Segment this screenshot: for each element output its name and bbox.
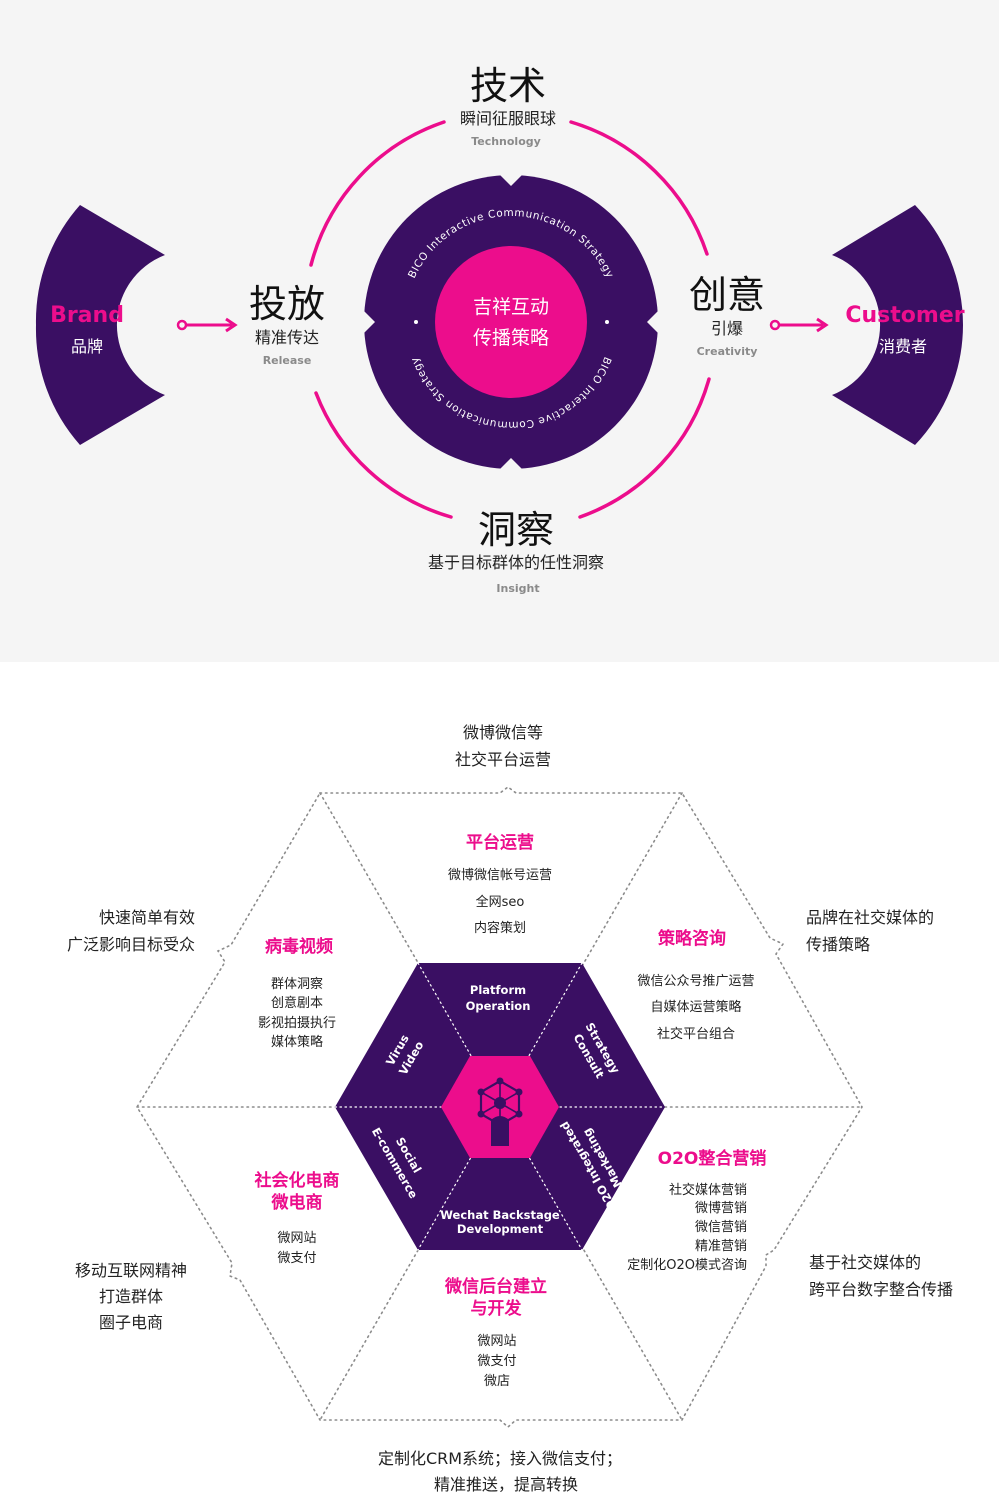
creativity-sub: 引爆: [711, 319, 743, 338]
section-o2o: O2O整合营销 社交媒体营销 微博营销 微信营销 精准营销 定制化O2O模式咨询: [627, 1148, 766, 1273]
section-virus-item: 媒体策略: [271, 1034, 323, 1050]
section-strategy-title: 策略咨询: [658, 928, 726, 949]
cycle-arc-bottom-left: [314, 391, 453, 519]
section-platform-item: 内容策划: [474, 920, 526, 936]
outer-top-left-line: 快速简单有效: [99, 908, 195, 927]
core-disc-notches: [361, 172, 661, 472]
outer-desc-top-right: 品牌在社交媒体的 传播策略: [806, 908, 934, 954]
section-o2o-item: 微博营销: [695, 1201, 747, 1216]
section-wechat-item: 微支付: [477, 1354, 516, 1369]
section-wechat-title: 与开发: [471, 1298, 523, 1319]
insight-en: Insight: [496, 582, 539, 595]
section-wechat-item: 微网站: [477, 1334, 516, 1349]
insight-title: 洞察: [478, 508, 554, 552]
inner-label-platform: Platform Operation: [466, 983, 531, 1013]
cycle-arc-top-right: [569, 120, 709, 256]
outer-desc-bottom-left: 移动互联网精神 打造群体 圈子电商: [75, 1261, 187, 1332]
outer-desc-bottom-right: 基于社交媒体的 跨平台数字整合传播: [809, 1253, 953, 1299]
inner-platform-line1: Platform: [470, 983, 526, 997]
section-wechat-title: 微信后台建立: [444, 1276, 547, 1297]
customer-label-en: Customer: [845, 303, 964, 328]
section-virus-item: 创意剧本: [271, 995, 323, 1011]
section-platform-item: 微博微信帐号运营: [448, 868, 552, 883]
section-o2o-item: 社交媒体营销: [669, 1182, 747, 1198]
release-sub: 精准传达: [255, 328, 319, 347]
insight-sub: 基于目标群体的任性洞察: [428, 553, 604, 572]
outer-bottom-right-line: 跨平台数字整合传播: [809, 1280, 953, 1299]
ring-dot-right: [605, 320, 609, 324]
section-strategy-item: 社交平台组合: [657, 1026, 735, 1042]
section-virus: 病毒视频 群体洞察 创意剧本 影视拍摄执行 媒体策略: [258, 936, 336, 1050]
outer-bottom-line: 定制化CRM系统；接入微信支付；: [378, 1449, 622, 1468]
cycle-arc-bottom-right: [578, 377, 711, 519]
ring-dot-left: [414, 320, 418, 324]
section-strategy: 策略咨询 微信公众号推广运营 自媒体运营策略 社交平台组合: [637, 928, 754, 1042]
core-text-line1: 吉祥互动: [473, 296, 549, 318]
creativity-title: 创意: [689, 273, 765, 317]
section-virus-title: 病毒视频: [265, 936, 333, 957]
section-o2o-item: 定制化O2O模式咨询: [627, 1258, 747, 1273]
customer-fan: [832, 205, 963, 445]
section-wechat-item: 微店: [484, 1374, 510, 1389]
release-title: 投放: [249, 282, 325, 326]
creativity-en: Creativity: [697, 345, 758, 358]
outer-top-right-line: 传播策略: [806, 935, 870, 954]
creativity-to-customer-arrow: [769, 317, 829, 333]
inner-wechat-line2: Development: [457, 1222, 544, 1236]
release-en: Release: [263, 354, 312, 367]
inner-wechat-line1: Wechat Backstage: [440, 1208, 560, 1222]
section-virus-item: 影视拍摄执行: [258, 1016, 336, 1031]
section-platform: 平台运营 微博微信帐号运营 全网seo 内容策划: [448, 832, 552, 936]
section-social-title: 社会化电商: [254, 1170, 340, 1191]
section-o2o-title: O2O整合营销: [658, 1148, 767, 1169]
section-strategy-item: 自媒体运营策略: [650, 999, 741, 1015]
core-text-line2: 传播策略: [473, 327, 549, 349]
section-o2o-item: 微信营销: [695, 1220, 747, 1235]
section-virus-item: 群体洞察: [271, 977, 323, 992]
outer-bottom-line: 精准推送，提高转换: [434, 1475, 578, 1494]
outer-bottom-left-line: 圈子电商: [99, 1313, 163, 1332]
outer-top-right-line: 品牌在社交媒体的: [806, 908, 934, 927]
technology-en: Technology: [471, 135, 541, 148]
section-platform-title: 平台运营: [466, 832, 534, 853]
outer-bottom-right-line: 基于社交媒体的: [809, 1253, 921, 1272]
section-social-title: 微电商: [271, 1192, 323, 1213]
technology-title: 技术: [470, 64, 546, 108]
outer-top-line: 社交平台运营: [455, 750, 551, 769]
inner-label-wechat: Wechat Backstage Development: [440, 1208, 560, 1236]
brand-label-cn: 品牌: [71, 337, 103, 356]
outer-desc-top: 微博微信等 社交平台运营: [455, 723, 551, 769]
outer-desc-top-left: 快速简单有效 广泛影响目标受众: [67, 908, 195, 954]
section-wechat: 微信后台建立 与开发 微网站 微支付 微店: [444, 1276, 547, 1389]
core-pink-disc: [435, 246, 587, 398]
technology-sub: 瞬间征服眼球: [460, 109, 556, 128]
outer-bottom-left-line: 移动互联网精神: [75, 1261, 187, 1280]
network-person-icon: [477, 1077, 523, 1146]
brand-label-en: Brand: [50, 303, 124, 328]
outer-bottom-left-line: 打造群体: [99, 1287, 163, 1306]
section-o2o-item: 精准营销: [695, 1239, 747, 1254]
outer-top-left-line: 广泛影响目标受众: [67, 935, 195, 954]
outer-top-line: 微博微信等: [463, 723, 543, 742]
customer-label-cn: 消费者: [879, 337, 927, 356]
brand-fan: [35, 205, 165, 445]
section-social: 社会化电商 微电商 微网站 微支付: [254, 1170, 340, 1266]
outer-desc-bottom: 定制化CRM系统；接入微信支付； 精准推送，提高转换: [378, 1449, 622, 1494]
inner-platform-line2: Operation: [466, 999, 531, 1013]
section-strategy-item: 微信公众号推广运营: [637, 974, 754, 989]
section-platform-item: 全网seo: [476, 894, 525, 910]
section-social-item: 微网站: [277, 1231, 316, 1246]
section-social-item: 微支付: [277, 1251, 316, 1266]
cycle-arc-top-left: [309, 120, 446, 267]
brand-to-release-arrow: [176, 317, 238, 333]
